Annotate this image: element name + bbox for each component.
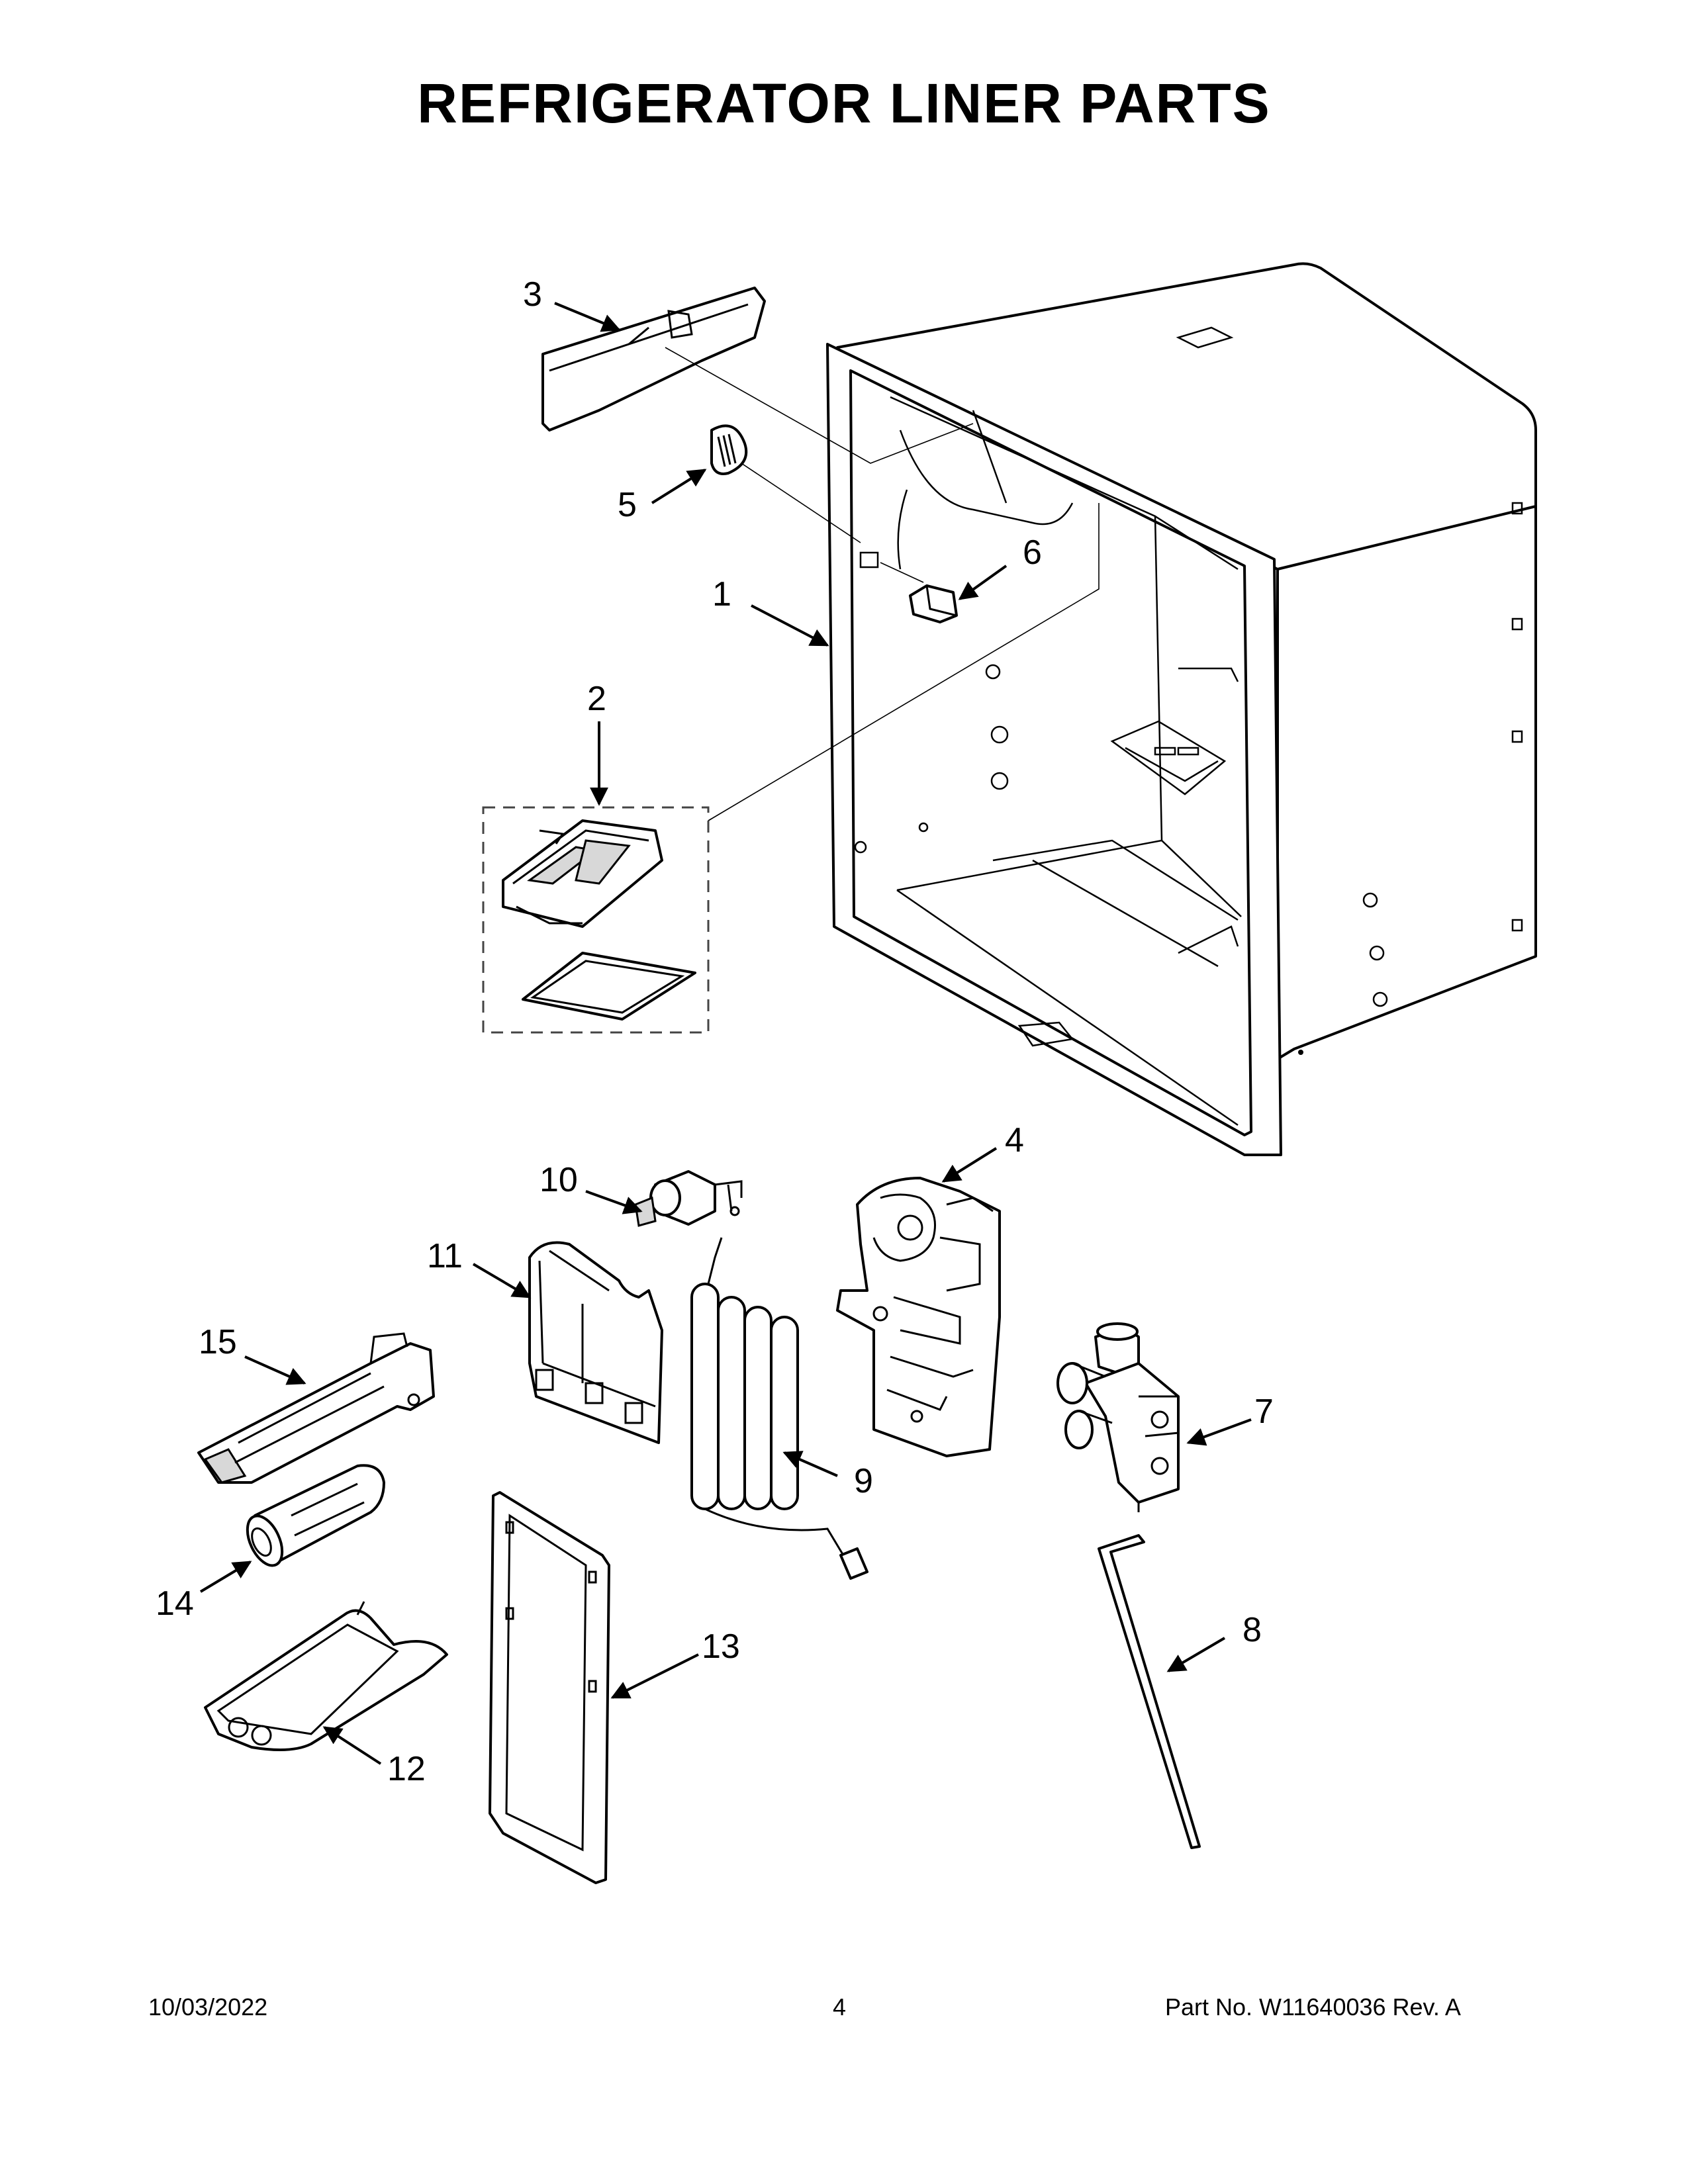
leader-3 (554, 302, 621, 332)
part-12-drip-tray (204, 1601, 448, 1751)
leader-8 (1166, 1637, 1226, 1672)
leader-9 (782, 1451, 838, 1477)
part-4-dispenser-housing (836, 1177, 1001, 1457)
callout-15: 15 (199, 1323, 237, 1361)
callout-8: 8 (1243, 1611, 1262, 1649)
part-11-air-duct (528, 1241, 663, 1444)
callout-labels: 3 5 6 1 2 4 10 11 15 7 9 14 8 13 12 (156, 275, 1274, 1788)
part-1-liner (826, 262, 1537, 1156)
callout-3: 3 (523, 275, 542, 314)
callout-14: 14 (156, 1584, 194, 1623)
callout-4: 4 (1005, 1121, 1024, 1160)
page-title: REFRIGERATOR LINER PARTS (417, 72, 1271, 134)
leader-14 (199, 1561, 252, 1593)
callout-6: 6 (1023, 533, 1042, 572)
callout-leaders (199, 302, 1252, 1765)
footer-part-number: Part No. W11640036 Rev. A (1165, 1993, 1461, 2021)
part-14-water-filter (246, 1464, 385, 1567)
leader-10 (585, 1190, 643, 1214)
part-5-knob (710, 424, 861, 543)
part-9-evaporator (690, 1237, 868, 1580)
footer-page-number: 4 (833, 1993, 847, 2021)
leader-13 (610, 1653, 699, 1699)
leader-4 (941, 1147, 998, 1183)
callout-5: 5 (618, 486, 637, 524)
leader-1 (751, 604, 829, 647)
leader-15 (244, 1355, 306, 1385)
part-8-fill-tube (1098, 1534, 1201, 1849)
part-3-top-cover (541, 287, 974, 464)
callout-2: 2 (587, 680, 606, 718)
callout-10: 10 (539, 1161, 578, 1199)
footer-date: 10/03/2022 (148, 1993, 268, 2021)
leader-11 (472, 1263, 532, 1298)
part-6-bracket (708, 503, 1100, 821)
callout-13: 13 (702, 1627, 740, 1666)
callout-11: 11 (427, 1237, 463, 1275)
callout-1: 1 (712, 575, 731, 614)
part-10-damper (634, 1170, 743, 1227)
leader-5 (651, 469, 707, 504)
part-13-panel (489, 1491, 610, 1884)
leader-6 (958, 565, 1008, 600)
callout-12: 12 (387, 1750, 426, 1788)
part-2-crisper-control (482, 806, 712, 1034)
leader-7 (1186, 1418, 1252, 1446)
part-15-filter-housing (197, 1332, 435, 1484)
callout-9: 9 (854, 1462, 873, 1500)
part-7-water-valve (1056, 1322, 1180, 1512)
leader-12 (322, 1726, 382, 1765)
callout-7: 7 (1254, 1392, 1274, 1431)
